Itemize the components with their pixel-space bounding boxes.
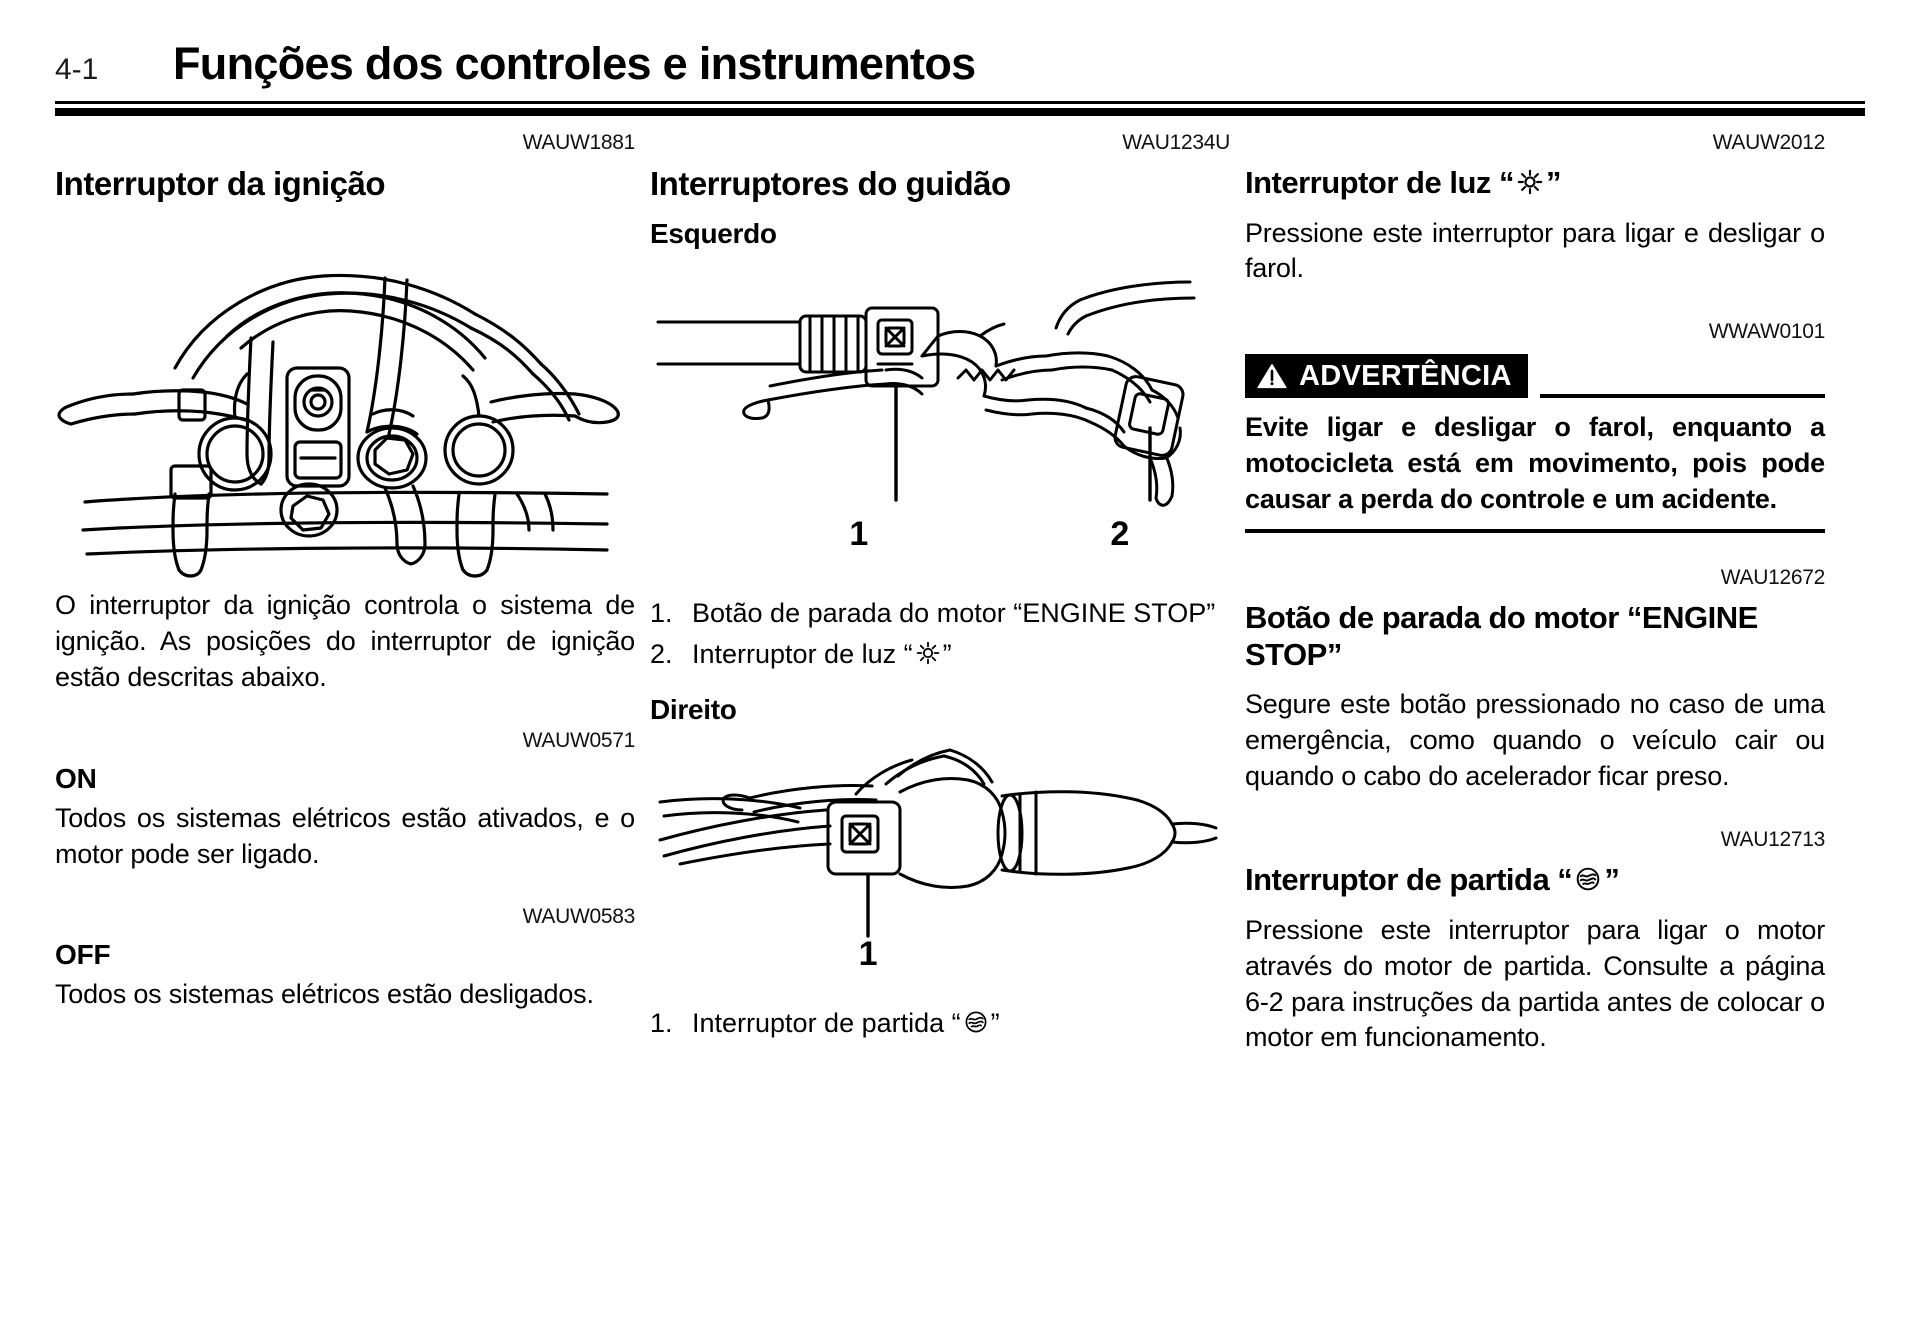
on-description: Todos os sistemas elétricos estão ativad… xyxy=(55,802,635,869)
right-handlebar-switch-illustration: 1 xyxy=(650,736,1230,973)
legend-item-1: 1. Interruptor de partida “ ” xyxy=(650,1006,1230,1041)
section-title-ignition-switch: Interruptor da ignição xyxy=(55,165,386,202)
section-title-engine-stop: Botão de parada do motor “ENGINE STOP” xyxy=(1245,600,1758,672)
legend-left-handlebar: 1. Botão de parada do motor “ENGINE STOP… xyxy=(650,596,1230,672)
warning-banner-row: ADVERTÊNCIA xyxy=(1245,354,1826,399)
legend-number: 1. xyxy=(650,597,673,628)
legend-text: Interruptor de partida “ xyxy=(692,1008,961,1039)
ref-code-warning: WWAW0101 xyxy=(1708,320,1826,344)
section-title-text-before: Interruptor de partida “ xyxy=(1245,862,1573,898)
starter-icon xyxy=(963,1009,989,1035)
ignition-switch-paragraph: O interruptor da ignição controla o sist… xyxy=(55,589,635,692)
warning-text: Evite ligar e desligar o farol, enquanto… xyxy=(1245,412,1825,514)
headlight-sun-icon xyxy=(915,640,941,666)
ref-code-engine-stop: WAU12672 xyxy=(1720,566,1826,590)
legend-text-after: ” xyxy=(990,1008,1000,1039)
warning-banner-rule xyxy=(1528,354,1826,399)
legend-number: 2. xyxy=(650,639,673,670)
page-title: Funções dos controles e instrumentos xyxy=(173,38,976,89)
ref-code-light-switch: WAUW2012 xyxy=(1712,131,1826,154)
callout-number-2-left-figure: 2 xyxy=(1110,514,1130,553)
off-description: Todos os sistemas elétricos estão deslig… xyxy=(55,979,594,1010)
warning-banner: ADVERTÊNCIA xyxy=(1245,354,1528,399)
section-title-text-before: Interruptor de luz “ xyxy=(1245,165,1515,200)
engine-stop-description: Segure este botão pressionado no caso de… xyxy=(1245,689,1825,792)
legend-right-handlebar: 1. Interruptor de partida “ ” xyxy=(650,1006,1230,1041)
legend-text: Interruptor de luz “ xyxy=(692,639,913,670)
column-left: WAUW1881 Interruptor da ignição xyxy=(55,132,635,1021)
section-title-text-after: ” xyxy=(1604,862,1620,898)
callout-number-1-left-figure: 1 xyxy=(849,514,869,553)
ignition-switch-illustration xyxy=(55,218,635,588)
header-rule-thin xyxy=(55,101,1865,104)
warning-banner-label: ADVERTÊNCIA xyxy=(1299,359,1512,392)
ref-code-ignition: WAUW1881 xyxy=(522,131,636,154)
legend-text-after: ” xyxy=(942,639,952,670)
subsection-title-right-side: Direito xyxy=(650,694,737,726)
subsection-title-left-side: Esquerdo xyxy=(650,217,777,249)
page-header: 4-1 Funções dos controles e instrumentos xyxy=(55,38,1865,110)
legend-number: 1. xyxy=(650,1008,673,1039)
ref-code-off: WAUW0583 xyxy=(522,905,636,929)
left-handlebar-switch-illustration: 1 2 xyxy=(650,260,1230,553)
section-title-text-after: ” xyxy=(1546,165,1562,200)
section-title-handlebar-switches: Interruptores do guidão xyxy=(650,165,1011,202)
legend-text: Botão de parada do motor “ENGINE STOP” xyxy=(692,597,1216,628)
warning-bottom-rule xyxy=(1245,529,1825,534)
light-switch-description: Pressione este interruptor para ligar e … xyxy=(1245,217,1825,284)
ref-code-on: WAUW0571 xyxy=(522,728,636,752)
page-number: 4-1 xyxy=(55,53,99,86)
callout-number-1-right-figure: 1 xyxy=(858,935,878,974)
ref-code-handlebar-switches: WAU1234U xyxy=(1122,131,1230,154)
header-rule-thick xyxy=(55,108,1865,116)
warning-box: ADVERTÊNCIA Evite ligar e desligar o far… xyxy=(1245,354,1826,534)
starter-icon xyxy=(1574,865,1602,893)
subsection-title-off: OFF xyxy=(55,939,111,971)
warning-triangle-icon xyxy=(1257,363,1287,389)
legend-item-1: 1. Botão de parada do motor “ENGINE STOP… xyxy=(650,596,1230,631)
column-middle: WAU1234U Interruptores do guidão Esquerd… xyxy=(650,132,1230,1047)
ref-code-starter-switch: WAU12713 xyxy=(1720,828,1826,852)
headlight-sun-icon xyxy=(1516,168,1544,196)
subsection-title-on: ON xyxy=(55,762,97,794)
column-right: WAUW2012 Interruptor de luz “ ” Pressione… xyxy=(1245,132,1825,1064)
starter-switch-description: Pressione este interruptor para ligar o … xyxy=(1245,914,1825,1053)
section-title-starter-switch: Interruptor de partida “ ” xyxy=(1245,862,1825,899)
legend-item-2: 2. Interruptor de luz “ ” xyxy=(650,637,1230,672)
section-title-light-switch: Interruptor de luz “ ” xyxy=(1245,165,1825,202)
